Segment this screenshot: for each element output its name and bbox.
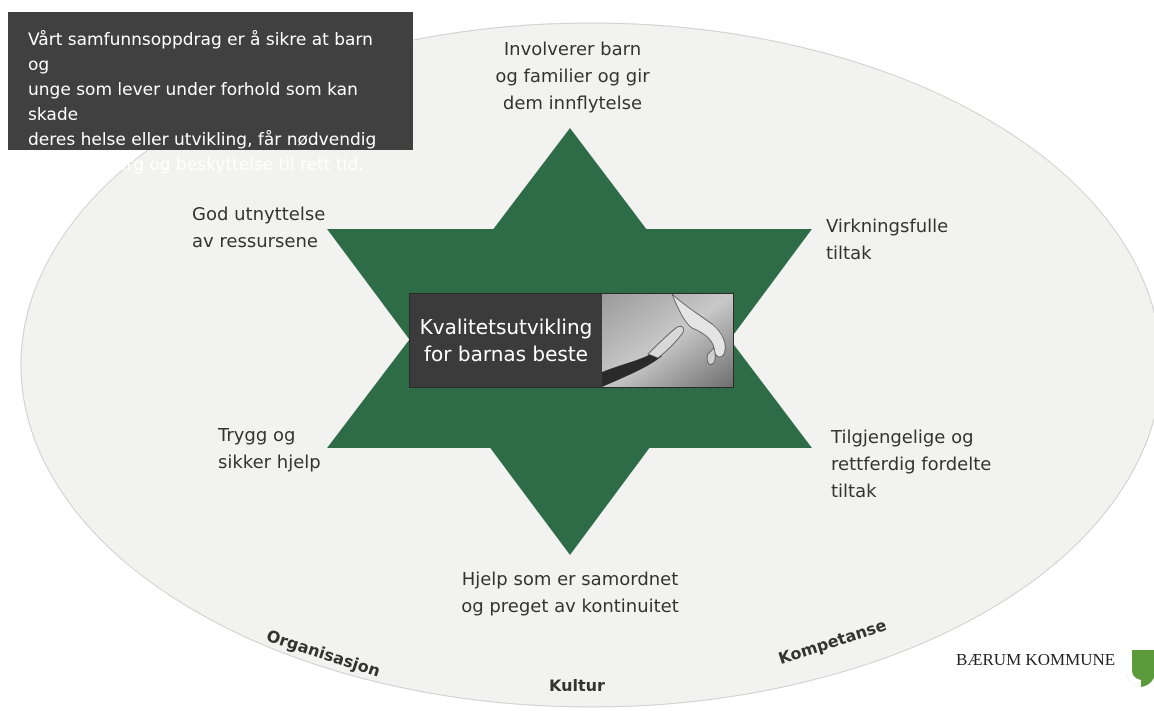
hands-photo [602, 294, 733, 387]
center-title: Kvalitetsutvikling for barnas beste [419, 315, 593, 366]
point-bottom-label: Hjelp som er samordnet og preget av kont… [461, 569, 679, 617]
point-lower-left-label: Trygg og sikker hjelp [218, 425, 321, 473]
mission-statement: Vårt samfunnsoppdrag er å sikre at barn … [8, 12, 413, 175]
center-box: Kvalitetsutvikling for barnas beste [409, 293, 734, 388]
point-lower-right-label: Tilgjengelige og rettferdig fordelte til… [831, 427, 992, 502]
foundation-kultur: Kultur [549, 676, 605, 695]
baerum-crest-icon [1127, 650, 1154, 687]
point-upper-left-label: God utnyttelse av ressursene [192, 204, 326, 252]
point-top-label: Involverer barn og familier og gir dem i… [495, 39, 650, 114]
point-upper-right-label: Virkningsfulle tiltak [826, 216, 949, 264]
brand-name: BÆRUM KOMMUNE [956, 650, 1116, 669]
